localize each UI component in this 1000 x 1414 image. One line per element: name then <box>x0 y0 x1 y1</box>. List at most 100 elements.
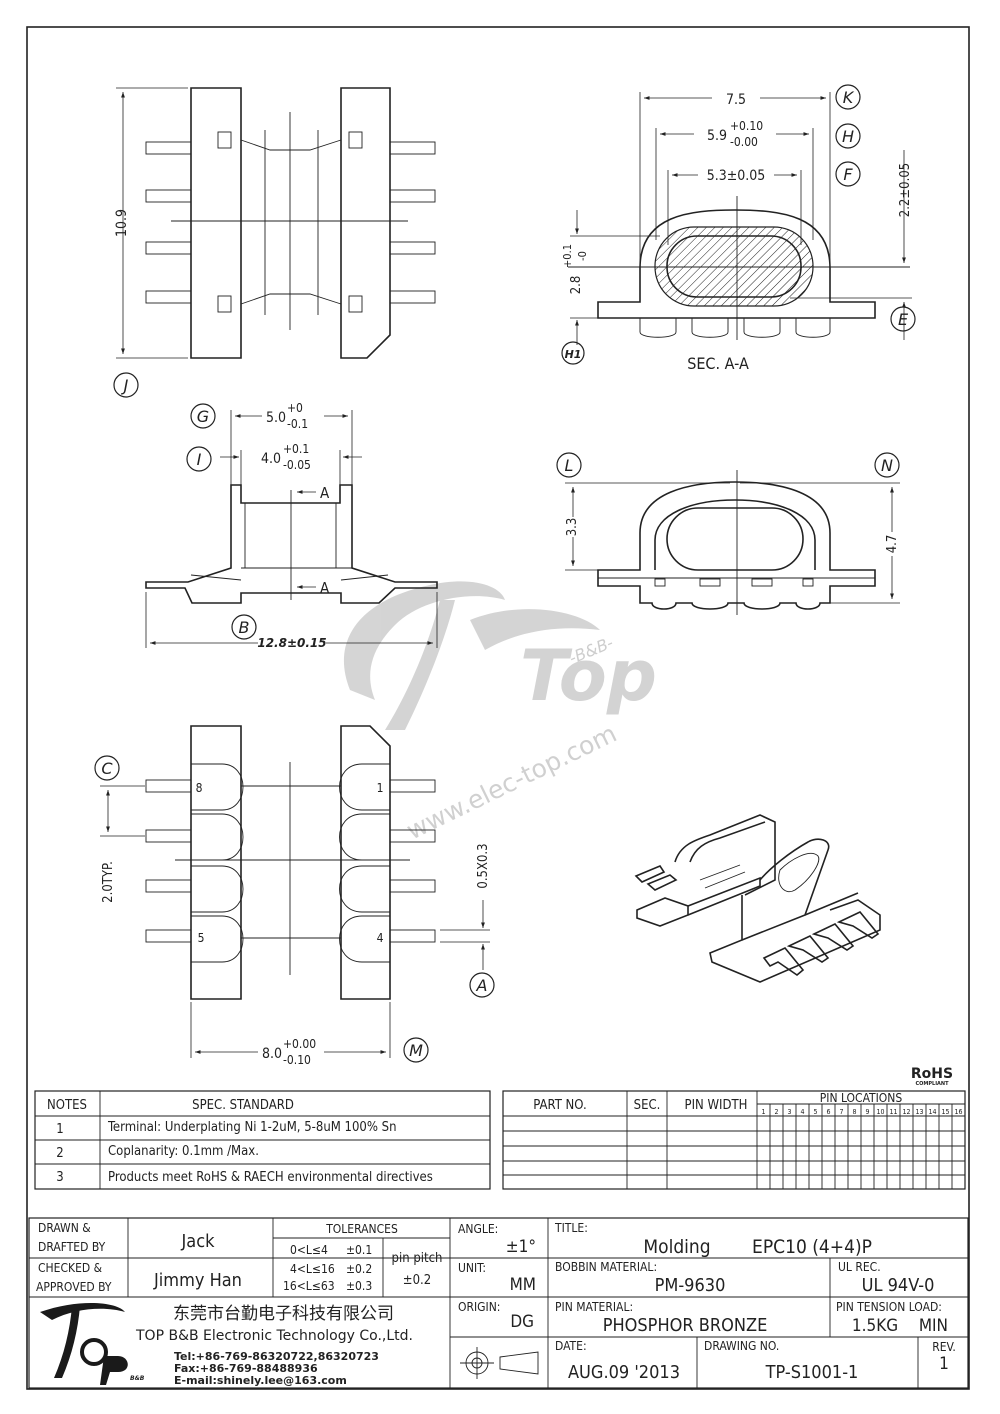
logo-small-text: B&B <box>130 1375 145 1382</box>
dim-outer: 5.0 <box>266 410 286 426</box>
pin-tension-min: MIN <box>919 1316 948 1336</box>
company-email: E-mail:shinely.lee@163.com <box>174 1374 347 1387</box>
dim-pin: 0.5X0.3 <box>476 843 491 888</box>
label-M: M <box>409 1041 423 1060</box>
dim-front-left: 3.3 <box>565 518 580 537</box>
section-mark-top: A <box>320 484 330 502</box>
company-name-en: TOP B&B Electronic Technology Co.,Ltd. <box>135 1328 413 1344</box>
drawn-by: Jack <box>181 1231 216 1252</box>
pin-location-number: 13 <box>915 1108 923 1116</box>
angle-value: ±1° <box>506 1237 536 1257</box>
pin-location-number: 1 <box>761 1108 765 1116</box>
pin-location-number: 3 <box>787 1108 791 1116</box>
label-A: A <box>476 976 488 995</box>
top-view: 10.9 J <box>113 87 436 398</box>
note-1-no: 1 <box>56 1122 63 1137</box>
tol-range-3: 16<L≤63 <box>283 1279 335 1293</box>
checked-label-2: APPROVED BY <box>36 1280 112 1294</box>
rev-label: REV. <box>932 1340 956 1354</box>
bottom-view: 8 1 5 4 2.0TYP. C 0.5X0.3 A 8.0 +0.00 -0… <box>94 725 495 1067</box>
dim-outer-tol-plus: +0 <box>287 401 303 415</box>
bobbin-label: BOBBIN MATERIAL: <box>555 1260 657 1274</box>
note-1-text: Terminal: Underplating Ni 1-2uM, 5-8uM 1… <box>107 1120 397 1135</box>
section-mark-bottom: A <box>320 579 330 597</box>
parts-header-sec: SEC. <box>634 1098 661 1113</box>
isometric-view <box>634 814 881 983</box>
parts-header-part: PART NO. <box>533 1098 586 1113</box>
tol-value-2: ±0.2 <box>346 1262 372 1276</box>
dim-inner-tol-plus: +0.10 <box>730 119 763 133</box>
dim-width-tol-minus: -0.10 <box>283 1053 311 1067</box>
note-3-no: 3 <box>56 1170 63 1185</box>
rohs-mark: RoHS COMPLIANT <box>911 1066 953 1087</box>
date-label: DATE: <box>555 1339 587 1353</box>
angle-label: ANGLE: <box>458 1222 498 1236</box>
pin-location-number: 7 <box>839 1108 843 1116</box>
notes-header-no: NOTES <box>47 1098 87 1113</box>
dim-left: 2.8 <box>569 276 584 295</box>
date-value: AUG.09 '2013 <box>568 1362 680 1383</box>
pin-location-number: 10 <box>876 1108 884 1116</box>
label-B: B <box>239 618 250 637</box>
pin-location-number: 15 <box>941 1108 949 1116</box>
label-F: F <box>843 165 853 184</box>
title-block: DRAWN & DRAFTED BY Jack CHECKED & APPROV… <box>28 1217 969 1389</box>
pin-location-number: 5 <box>813 1108 817 1116</box>
bobbin-value: PM-9630 <box>655 1275 726 1296</box>
note-2-text: Coplanarity: 0.1mm /Max. <box>108 1144 259 1159</box>
dim-inner-side: 4.0 <box>261 451 281 467</box>
dim-inner-side-tol-plus: +0.1 <box>283 442 309 456</box>
notes-header-spec: SPEC. STANDARD <box>192 1098 294 1113</box>
dim-left-tol-plus: +0.1 <box>561 244 574 268</box>
pin-label-4: 4 <box>377 931 384 945</box>
watermark-logo-text: Top <box>520 635 657 717</box>
side-view: A A 5.0 +0 -0.1 G 4.0 +0.1 -0.05 I 12.8±… <box>145 400 438 650</box>
pin-tension-value: 1.5KG <box>852 1316 898 1336</box>
title-label: TITLE: <box>554 1221 588 1235</box>
company-fax: Fax:+86-769-88488936 <box>174 1362 318 1375</box>
origin-label: ORIGIN: <box>458 1300 500 1314</box>
ul-value: UL 94V-0 <box>862 1275 935 1296</box>
pin-location-number: 4 <box>800 1108 804 1116</box>
ul-label: UL REC. <box>838 1260 881 1274</box>
label-N: N <box>881 456 893 475</box>
pin-pitch-label: pin pitch <box>392 1251 443 1266</box>
pin-pitch-tol: ±0.2 <box>403 1273 431 1288</box>
tol-value-3: ±0.3 <box>346 1279 372 1293</box>
origin-value: DG <box>510 1312 534 1332</box>
section-view: 7.5 K 5.9 +0.10 -0.00 H 5.3±0.05 F 2.2±0… <box>561 84 916 373</box>
front-view: 3.3 L 4.7 N <box>556 452 900 615</box>
dim-pitch: 2.0TYP. <box>101 861 116 903</box>
drawn-label-1: DRAWN & <box>38 1221 91 1235</box>
tolerances-header: TOLERANCES <box>325 1222 398 1236</box>
checked-label-1: CHECKED & <box>38 1261 103 1275</box>
drawing-label: DRAWING NO. <box>704 1339 779 1353</box>
dim-inner-tol-minus: -0.00 <box>730 135 758 149</box>
tol-range-1: 0<L≤4 <box>290 1243 328 1257</box>
dim-left-tol-minus: -0 <box>576 251 589 261</box>
pin-location-number: 12 <box>902 1108 910 1116</box>
section-caption: SEC. A-A <box>687 354 749 373</box>
dim-width-tol-plus: +0.00 <box>283 1037 316 1051</box>
company-name-cn: 东莞市台勤电子科技有限公司 <box>173 1304 394 1324</box>
pin-material-value: PHOSPHOR BRONZE <box>603 1315 768 1336</box>
company-logo: B&B <box>40 1302 145 1385</box>
label-H: H <box>842 127 854 146</box>
note-3-text: Products meet RoHS & RAECH environmental… <box>108 1170 433 1185</box>
parts-header-pin-width: PIN WIDTH <box>685 1098 748 1113</box>
watermark: Top -B&B- www.elec-top.com <box>343 581 657 845</box>
rev-value: 1 <box>939 1354 949 1374</box>
pin-location-number: 6 <box>826 1108 830 1116</box>
pin-location-number: 8 <box>852 1108 856 1116</box>
dim-width: 7.5 <box>726 92 746 108</box>
label-L: L <box>565 456 574 475</box>
dim-right: 2.2±0.05 <box>898 163 913 217</box>
pin-tension-label: PIN TENSION LOAD: <box>836 1300 942 1314</box>
unit-value: MM <box>510 1275 536 1295</box>
dim-total: 12.8±0.15 <box>257 636 326 650</box>
checked-by: Jimmy Han <box>153 1270 242 1291</box>
company-tel: Tel:+86-769-86320722,86320723 <box>174 1350 379 1363</box>
